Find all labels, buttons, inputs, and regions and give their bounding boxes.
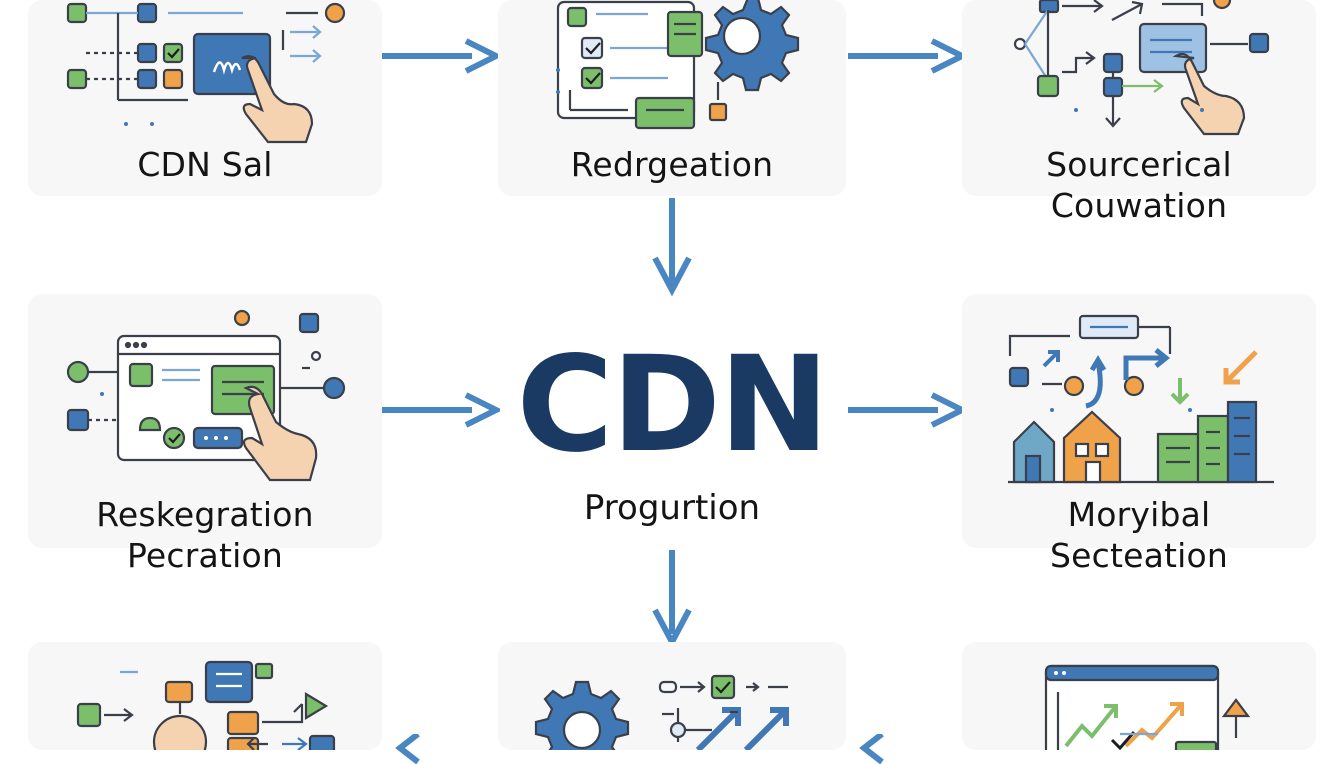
cdn-setup-illustration: [66, 2, 346, 144]
source-flow-illustration: [1013, 0, 1270, 136]
node-card-top-mid: Redrgeation: [498, 0, 846, 196]
arrow-down-icon: [652, 550, 692, 648]
arrow-right-icon: [382, 38, 500, 74]
node-label-line: Redrgeation: [570, 145, 774, 184]
arrow-left-icon: [395, 734, 420, 764]
idea-flow-illustration: [76, 660, 336, 750]
node-label-top-mid: Redrgeation: [498, 144, 846, 185]
node-label-top-right: Sourcerical Couwation: [962, 144, 1316, 226]
node-card-mid-right: [962, 294, 1316, 548]
node-label-line: CDN Sal: [137, 145, 273, 184]
node-label-line: Reskegration: [96, 495, 314, 534]
node-card-mid-left: Reskegration Pecration: [28, 294, 382, 575]
mobile-section-illustration: [1008, 314, 1274, 484]
node-card-bottom-mid: [498, 642, 846, 750]
node-label-line: Sourcerical: [1046, 145, 1232, 184]
node-card-bottom-left: [28, 642, 382, 750]
center-title: CDN: [516, 328, 830, 482]
node-label-line: Pecration: [127, 536, 283, 575]
node-label-top-left: CDN Sal: [28, 144, 382, 185]
registration-form-illustration: [66, 309, 346, 482]
arrow-left-icon: [859, 734, 884, 764]
node-card-top-left: CDN Sal: [28, 0, 382, 196]
node-label-mid-left: Reskegration Pecration: [28, 494, 382, 576]
registration-gear-illustration: [556, 0, 800, 130]
growth-dashboard-illustration: [1044, 664, 1251, 750]
node-label-line: Secteation: [1049, 536, 1229, 575]
node-card-top-right: [962, 0, 1316, 196]
arrow-right-icon: [848, 38, 966, 74]
gear-process-illustration: [534, 674, 789, 750]
node-label-line: Moryibal: [1067, 495, 1211, 534]
node-card-bottom-right: [962, 642, 1316, 750]
center-subtitle: Progurtion: [583, 488, 761, 528]
arrow-right-icon: [848, 392, 966, 428]
arrow-right-icon: [382, 392, 500, 428]
node-label-mid-right: Moryibal Secteation: [962, 494, 1316, 576]
arrow-down-icon: [652, 198, 692, 296]
node-label-line: Couwation: [1050, 186, 1228, 225]
